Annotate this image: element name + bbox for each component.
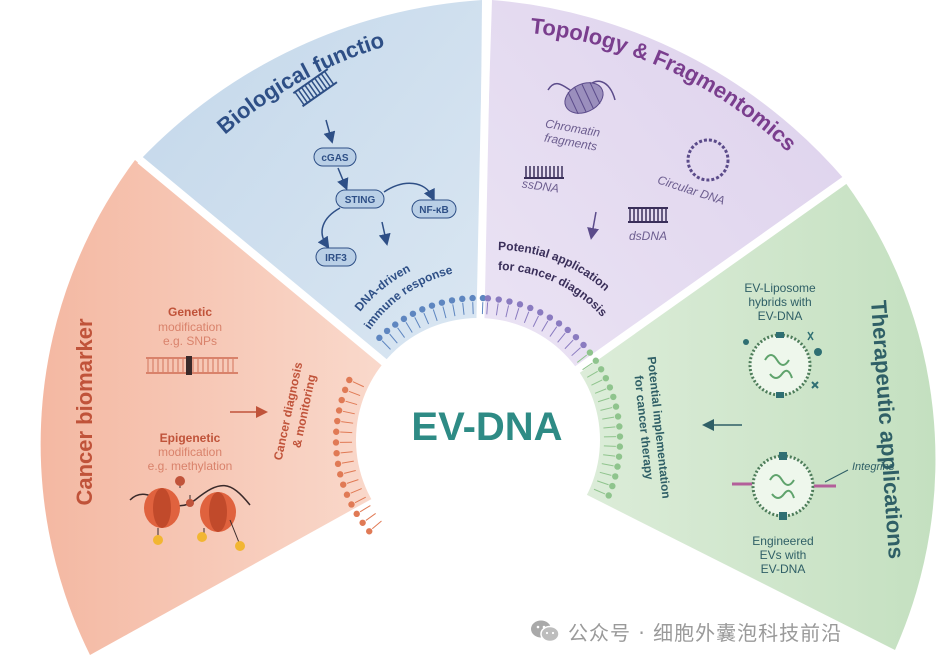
sector-title-cancer-biomarker: Cancer biomarker	[72, 318, 97, 506]
dna-snp-icon	[146, 356, 238, 375]
membrane-therapeutic	[576, 349, 624, 499]
dsdna-label: dsDNA	[629, 229, 667, 243]
liposome-label-2: hybrids with	[748, 295, 811, 309]
liposome-label-1: EV-Liposome	[744, 281, 816, 295]
dsdna-helix-icon	[292, 68, 338, 108]
engineered-ev-icon	[732, 452, 849, 520]
svg-text:NF-κB: NF-κB	[419, 205, 448, 216]
epigenetic-line3: e.g. methylation	[148, 459, 233, 473]
center-circle	[356, 318, 600, 562]
chromatin-icon	[547, 80, 616, 115]
ssdna-icon	[524, 166, 564, 179]
nucleosome-methylation-icon	[129, 476, 251, 551]
epigenetic-line2: modification	[158, 445, 222, 459]
epigenetic-title: Epigenetic	[160, 431, 221, 445]
svg-text:IRF3: IRF3	[325, 253, 347, 264]
svg-text:STING: STING	[345, 195, 376, 206]
liposome-label-3: EV-DNA	[758, 309, 803, 323]
svg-text:cGAS: cGAS	[321, 153, 349, 164]
engineered-label-2: EVs with	[760, 548, 807, 562]
nfkb-node: NF-κB	[411, 199, 457, 219]
integrins-label: Integrins	[852, 461, 895, 473]
genetic-line2: modification	[158, 320, 222, 334]
membrane-biological-functions	[376, 294, 487, 350]
membrane-topology	[484, 295, 587, 357]
genetic-line3: e.g. SNPs	[163, 334, 217, 348]
ssdna-label: ssDNA	[521, 177, 560, 196]
circular-dna-icon	[686, 138, 730, 182]
ev-liposome-icon	[743, 331, 822, 398]
wechat-logo	[530, 619, 560, 643]
sector-biological-functions	[140, 0, 482, 440]
genetic-title: Genetic	[168, 305, 212, 319]
engineered-label-1: Engineered	[752, 534, 813, 548]
cgas-node: cGAS	[313, 147, 357, 167]
sector-therapeutic-applications	[478, 182, 936, 650]
membrane-cancer-biomarker	[332, 376, 382, 535]
watermark: 公众号 · 细胞外囊泡科技前沿	[530, 616, 842, 646]
irf3-node: IRF3	[315, 247, 357, 267]
engineered-label-3: EV-DNA	[761, 562, 806, 576]
center-title: EV-DNA	[411, 405, 562, 449]
dsdna-icon	[628, 207, 668, 223]
watermark-text: 公众号 · 细胞外囊泡科技前沿	[568, 620, 843, 645]
sting-node: STING	[335, 189, 385, 209]
